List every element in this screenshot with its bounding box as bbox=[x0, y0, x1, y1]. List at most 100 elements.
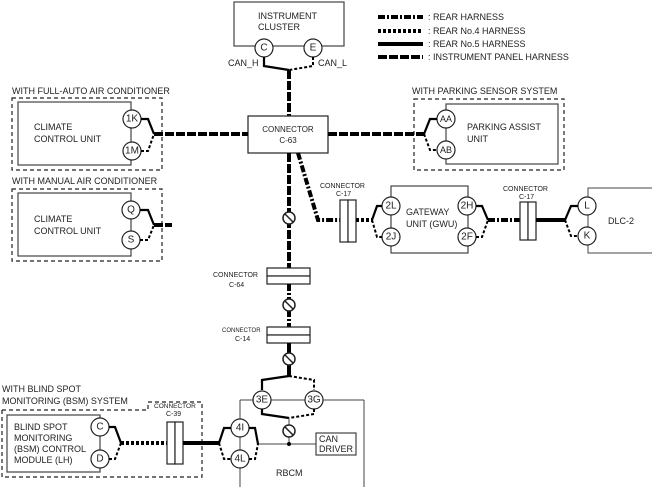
pin-k-label: K bbox=[584, 231, 591, 242]
climate-unit-fa-label-1: CLIMATE bbox=[34, 122, 72, 132]
c17a-label-2: C-17 bbox=[336, 191, 351, 198]
wire-3e bbox=[260, 374, 290, 390]
c14-label-2: C-14 bbox=[235, 336, 250, 343]
parking-unit-label-2: UNIT bbox=[467, 134, 488, 144]
c17b-label-1: CONNECTOR bbox=[503, 186, 548, 193]
c64-label-1: CONNECTOR bbox=[213, 272, 258, 279]
instrument-cluster: INSTRUMENT CLUSTER C E CAN_H CAN_L bbox=[228, 1, 347, 68]
full-auto-ac-group: WITH FULL-AUTO AIR CONDITIONER CLIMATE C… bbox=[11, 86, 170, 171]
parking-unit-label-1: PARKING ASSIST bbox=[467, 122, 541, 132]
can-driver bbox=[315, 432, 357, 456]
gateway-label-1: GATEWAY bbox=[406, 207, 449, 217]
manual-ac-group: WITH MANUAL AIR CONDITIONER CLIMATE CONT… bbox=[11, 176, 163, 262]
dlc-2: DLC-2 L K bbox=[577, 187, 652, 254]
bsm-module-label-3: (BSM) CONTROL bbox=[14, 444, 86, 454]
pin-ab bbox=[436, 140, 456, 160]
rbcm: 3E 3G CAN DRIVER 4I 4L RBCM bbox=[230, 390, 365, 487]
can-driver-label-1: CAN bbox=[319, 434, 338, 444]
pin-q-label: Q bbox=[127, 205, 135, 216]
pin-2l-label: 2L bbox=[385, 201, 397, 212]
can-driver-label-2: DRIVER bbox=[319, 444, 354, 454]
bsm-group-label-1: WITH BLIND SPOT bbox=[2, 384, 82, 394]
wire-aa bbox=[422, 117, 437, 135]
connector-c14: CONNECTOR C-14 bbox=[222, 326, 311, 344]
climate-unit-man-label-2: CONTROL UNIT bbox=[34, 226, 102, 236]
bsm-group-label-2: MONITORING (BSM) SYSTEM bbox=[2, 396, 128, 406]
pin-3e-label: 3E bbox=[256, 395, 269, 406]
c39-label-1: CONNECTOR bbox=[154, 403, 196, 410]
pin-2h-label: 2H bbox=[461, 201, 474, 212]
pin-l-label: L bbox=[584, 201, 590, 212]
pin-2f-label: 2F bbox=[461, 232, 473, 243]
bsm-module-label-2: MONITORING bbox=[14, 433, 72, 443]
rbcm-label: RBCM bbox=[276, 468, 303, 478]
wire-l bbox=[563, 204, 578, 221]
full-auto-ac-group-label: WITH FULL-AUTO AIR CONDITIONER bbox=[12, 86, 170, 96]
gateway-unit: GATEWAY UNIT (GWU) 2L 2J 2H 2F bbox=[381, 185, 477, 254]
c39-label-2: C-39 bbox=[166, 411, 181, 418]
pin-ab-label: AB bbox=[440, 145, 452, 155]
pin-2j-label: 2J bbox=[386, 232, 397, 243]
connector-c17-right: CONNECTOR C-17 bbox=[503, 186, 548, 241]
climate-unit-fa-label-2: CONTROL UNIT bbox=[34, 134, 102, 144]
legend-label-rear4: : REAR No.4 HARNESS bbox=[428, 26, 526, 36]
pin-1m-label: 1M bbox=[125, 146, 139, 157]
pin-e-label: E bbox=[310, 43, 317, 54]
wire-ab bbox=[423, 133, 437, 151]
pin-c-label: C bbox=[260, 43, 267, 54]
wire-can-l bbox=[288, 57, 314, 71]
c63-label-2: C-63 bbox=[279, 136, 297, 145]
twisted-pair-symbol-3 bbox=[282, 352, 296, 366]
can-l-label: CAN_L bbox=[318, 58, 347, 68]
twisted-pair-symbol-4 bbox=[282, 424, 296, 438]
gateway-label-2: UNIT (GWU) bbox=[406, 219, 457, 229]
twisted-pair-symbol-2 bbox=[282, 298, 296, 312]
c64-label-2: C-64 bbox=[229, 282, 244, 289]
pin-bsm-d-label: D bbox=[96, 454, 103, 465]
wire-s bbox=[140, 224, 155, 241]
wire-bsm-d bbox=[109, 442, 122, 460]
c63-label-1: CONNECTOR bbox=[262, 125, 314, 134]
pin-4l-label: 4L bbox=[234, 454, 246, 465]
legend-label-rear5: : REAR No.5 HARNESS bbox=[428, 39, 526, 49]
climate-unit-man-label-1: CLIMATE bbox=[34, 214, 72, 224]
connector-c17-left: CONNECTOR C-17 bbox=[320, 183, 365, 243]
parking-sensor-group: WITH PARKING SENSOR SYSTEM PARKING ASSIS… bbox=[412, 86, 565, 171]
c17b-label-2: C-17 bbox=[519, 194, 534, 201]
legend-label-ip: : INSTRUMENT PANEL HARNESS bbox=[428, 52, 569, 62]
wire-q bbox=[140, 208, 156, 226]
harness-c63-to-c17 bbox=[296, 152, 340, 222]
wire-2j bbox=[371, 219, 382, 238]
bsm-module-label-4: MODULE (LH) bbox=[14, 455, 73, 465]
can-h-label: CAN_H bbox=[228, 58, 259, 68]
pin-1k-label: 1K bbox=[126, 114, 139, 125]
dlc-label: DLC-2 bbox=[608, 216, 634, 226]
connector-c64: CONNECTOR C-64 bbox=[213, 267, 311, 289]
wire-bsm-c bbox=[109, 425, 123, 444]
c14-label-1: CONNECTOR bbox=[222, 328, 261, 334]
wire-3g bbox=[288, 375, 315, 390]
pin-4i-label: 4I bbox=[236, 423, 244, 434]
connector-c63: CONNECTOR C-63 bbox=[247, 115, 329, 154]
parking-group-label: WITH PARKING SENSOR SYSTEM bbox=[412, 86, 557, 96]
pin-aa-label: AA bbox=[440, 114, 452, 124]
pin-s-label: S bbox=[128, 235, 135, 246]
wire-k bbox=[564, 219, 578, 237]
wire-4l bbox=[218, 442, 231, 460]
wire-2l bbox=[370, 204, 382, 221]
pin-k bbox=[577, 226, 597, 246]
connector-c39: CONNECTOR C-39 bbox=[154, 403, 196, 465]
pin-3g-label: 3G bbox=[307, 395, 321, 406]
c17a-label-1: CONNECTOR bbox=[320, 183, 365, 190]
wire-can-h bbox=[262, 57, 290, 72]
instrument-cluster-label-1: INSTRUMENT bbox=[258, 11, 317, 21]
pin-bsm-c-label: C bbox=[96, 422, 103, 433]
bsm-group: WITH BLIND SPOT MONITORING (BSM) SYSTEM … bbox=[1, 384, 203, 478]
wire-2h bbox=[476, 204, 490, 221]
legend-label-rear: : REAR HARNESS bbox=[428, 12, 504, 22]
instrument-cluster-label-2: CLUSTER bbox=[258, 22, 301, 32]
bsm-module-label-1: BLIND SPOT bbox=[14, 422, 68, 432]
manual-ac-group-label: WITH MANUAL AIR CONDITIONER bbox=[12, 176, 158, 186]
twisted-pair-symbol-1 bbox=[282, 211, 296, 225]
